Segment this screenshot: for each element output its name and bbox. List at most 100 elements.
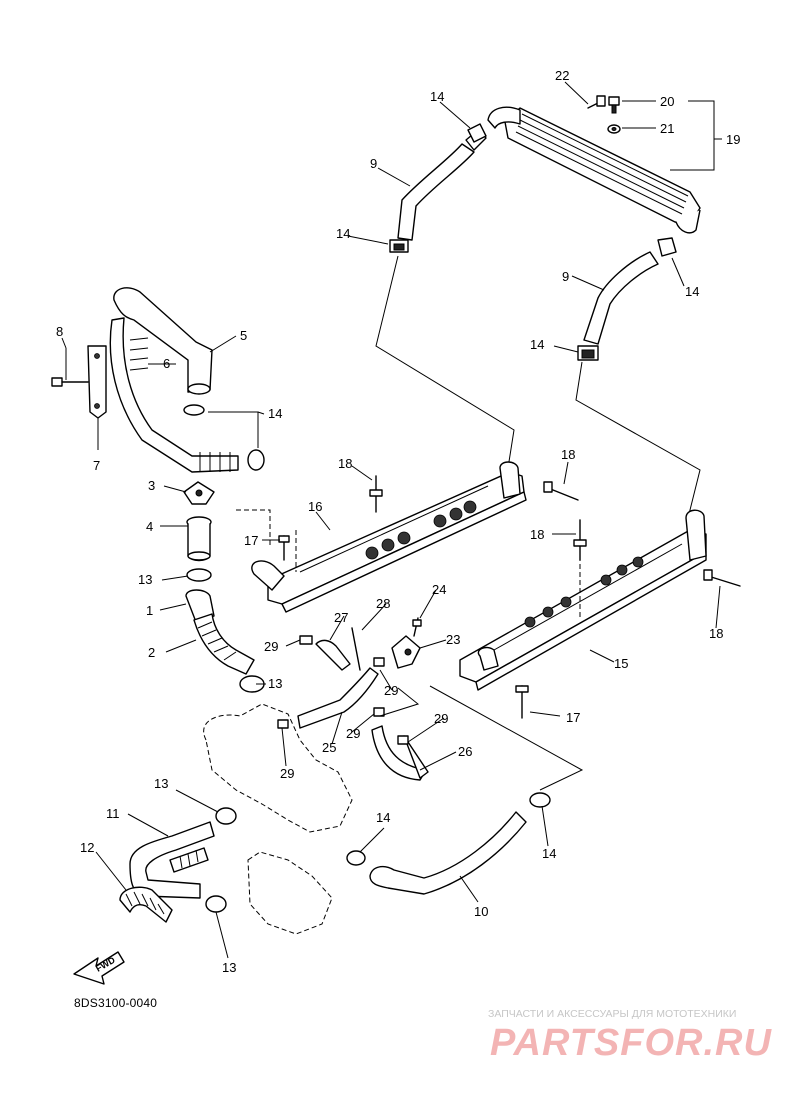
thermostat-4 — [186, 516, 212, 562]
pipe-5 — [113, 287, 213, 395]
callout-29: 29 — [280, 766, 294, 781]
clamp-14-c — [657, 237, 677, 257]
callout-29: 29 — [346, 726, 360, 741]
hose-12 — [119, 847, 209, 923]
washer-21 — [607, 124, 621, 134]
bolt-8 — [51, 377, 89, 387]
callout-19: 19 — [726, 132, 740, 147]
callout-13: 13 — [268, 676, 282, 691]
callout-9: 9 — [370, 156, 377, 171]
clamp-14-d — [577, 345, 599, 361]
cap-3 — [183, 481, 215, 505]
clamp-29-e — [397, 735, 409, 745]
callout-16: 16 — [308, 499, 322, 514]
heat-exchanger-19 — [487, 106, 701, 234]
callout-11: 11 — [106, 806, 120, 821]
clamp-14-b — [389, 239, 409, 253]
callout-23: 23 — [446, 632, 460, 647]
callout-18: 18 — [530, 527, 544, 542]
clamp-13-d — [205, 895, 227, 913]
callout-5: 5 — [240, 328, 247, 343]
callout-26: 26 — [458, 744, 472, 759]
callout-15: 15 — [614, 656, 628, 671]
hose-2 — [193, 613, 255, 675]
callout-14: 14 — [542, 846, 556, 861]
hose-27 — [315, 639, 351, 671]
callout-2: 2 — [148, 645, 155, 660]
callout-28: 28 — [376, 596, 390, 611]
callout-7: 7 — [93, 458, 100, 473]
clamp-29-a — [299, 635, 313, 645]
callout-14: 14 — [376, 810, 390, 825]
callout-12: 12 — [80, 840, 94, 855]
hose-6 — [109, 317, 239, 473]
callout-14: 14 — [685, 284, 699, 299]
hose-26 — [371, 725, 429, 781]
engine-outline — [203, 703, 353, 935]
screw-22 — [587, 95, 606, 109]
watermark-logo: PARTSFOR.RU — [490, 1022, 772, 1064]
bolt-18-d — [703, 569, 741, 587]
callout-10: 10 — [474, 904, 488, 919]
callout-13: 13 — [138, 572, 152, 587]
callout-25: 25 — [322, 740, 336, 755]
callout-3: 3 — [148, 478, 155, 493]
bolt-18-a — [369, 475, 383, 513]
bolt-17-a — [278, 535, 290, 561]
callout-21: 21 — [660, 121, 674, 136]
rail-15 — [459, 509, 707, 691]
callout-18: 18 — [709, 626, 723, 641]
bolt-17-b — [515, 685, 529, 719]
hose-9-upper — [397, 129, 487, 241]
callout-13: 13 — [154, 776, 168, 791]
clamp-14-a — [467, 123, 487, 143]
callout-29: 29 — [384, 683, 398, 698]
clamp-14-e — [183, 404, 265, 471]
callout-20: 20 — [660, 94, 674, 109]
callout-14: 14 — [336, 226, 350, 241]
leader-lines — [61, 81, 721, 959]
clamp-13-a — [186, 568, 212, 582]
callout-14: 14 — [268, 406, 282, 421]
tube-28 — [351, 627, 361, 671]
bolt-24 — [412, 617, 422, 637]
callout-13: 13 — [222, 960, 236, 975]
callout-14: 14 — [430, 89, 444, 104]
hose-10 — [369, 811, 527, 895]
diagram-code: 8DS3100-0040 — [74, 996, 158, 1010]
rail-16 — [251, 461, 527, 613]
hose-1 — [185, 589, 215, 623]
callouts: 22 20 21 19 14 9 14 9 14 14 8 5 6 14 7 3… — [56, 68, 740, 975]
hose-9-lower — [583, 251, 659, 345]
callout-6: 6 — [163, 356, 170, 371]
clamp-29-c — [373, 707, 385, 717]
callout-9: 9 — [562, 269, 569, 284]
clamp-13-c — [215, 807, 237, 825]
callout-4: 4 — [146, 519, 153, 534]
callout-8: 8 — [56, 324, 63, 339]
callout-29: 29 — [264, 639, 278, 654]
callout-1: 1 — [146, 603, 153, 618]
callout-18: 18 — [561, 447, 575, 462]
fitting-23 — [391, 635, 421, 669]
callout-22: 22 — [555, 68, 569, 83]
fwd-arrow: FWD — [73, 951, 125, 985]
bolt-20 — [608, 96, 620, 114]
callout-18: 18 — [338, 456, 352, 471]
clamp-14-f — [346, 850, 366, 866]
hose-25 — [297, 667, 379, 729]
watermark-tagline: ЗАПЧАСТИ И АКСЕССУАРЫ ДЛЯ МОТОТЕХНИКИ — [488, 1008, 737, 1020]
clamp-14-g — [529, 792, 551, 808]
callout-17: 17 — [566, 710, 580, 725]
clamp-29-b — [373, 657, 385, 667]
callout-17: 17 — [244, 533, 258, 548]
clamp-29-d — [277, 719, 289, 729]
callout-14: 14 — [530, 337, 544, 352]
bolt-18-b — [543, 481, 579, 501]
callout-29: 29 — [434, 711, 448, 726]
clip-7 — [87, 345, 107, 419]
bolt-18-c — [573, 519, 587, 561]
callout-27: 27 — [334, 610, 348, 625]
callout-24: 24 — [432, 582, 446, 597]
